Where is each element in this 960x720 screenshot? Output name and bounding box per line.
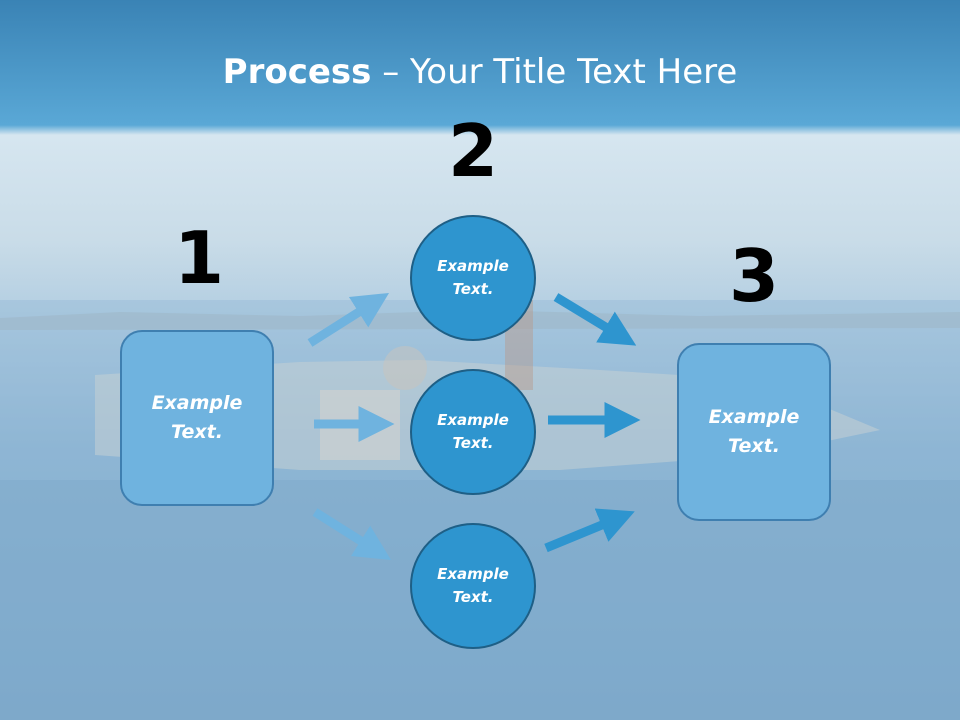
title-dash: –	[382, 52, 400, 92]
arrow-box-to-top-circle	[307, 292, 390, 347]
title-rest: Your Title Text Here	[410, 52, 738, 92]
step-number-1: 1	[173, 216, 225, 300]
middle-circle-text: Example Text.	[437, 411, 509, 452]
top-circle-text: Example Text.	[437, 257, 509, 298]
bottom-circle: Example Text.	[410, 523, 536, 649]
title-bold: Process	[222, 52, 372, 92]
arrow-box-to-bottom-circle	[312, 508, 392, 561]
step-number-2: 2	[447, 109, 499, 193]
middle-circle: Example Text.	[410, 369, 536, 495]
left-text-box: Example Text.	[120, 330, 274, 506]
top-circle: Example Text.	[410, 215, 536, 341]
left-box-text: Example Text.	[151, 392, 243, 443]
step-number-3: 3	[728, 234, 780, 318]
slide-title: Process – Your Title Text Here	[0, 52, 960, 92]
bottom-circle-text: Example Text.	[437, 565, 509, 606]
arrow-bottom-circle-to-box	[544, 508, 635, 553]
right-box-text: Example Text.	[708, 406, 800, 457]
arrow-top-circle-to-box	[553, 293, 637, 346]
right-text-box: Example Text.	[677, 343, 831, 521]
